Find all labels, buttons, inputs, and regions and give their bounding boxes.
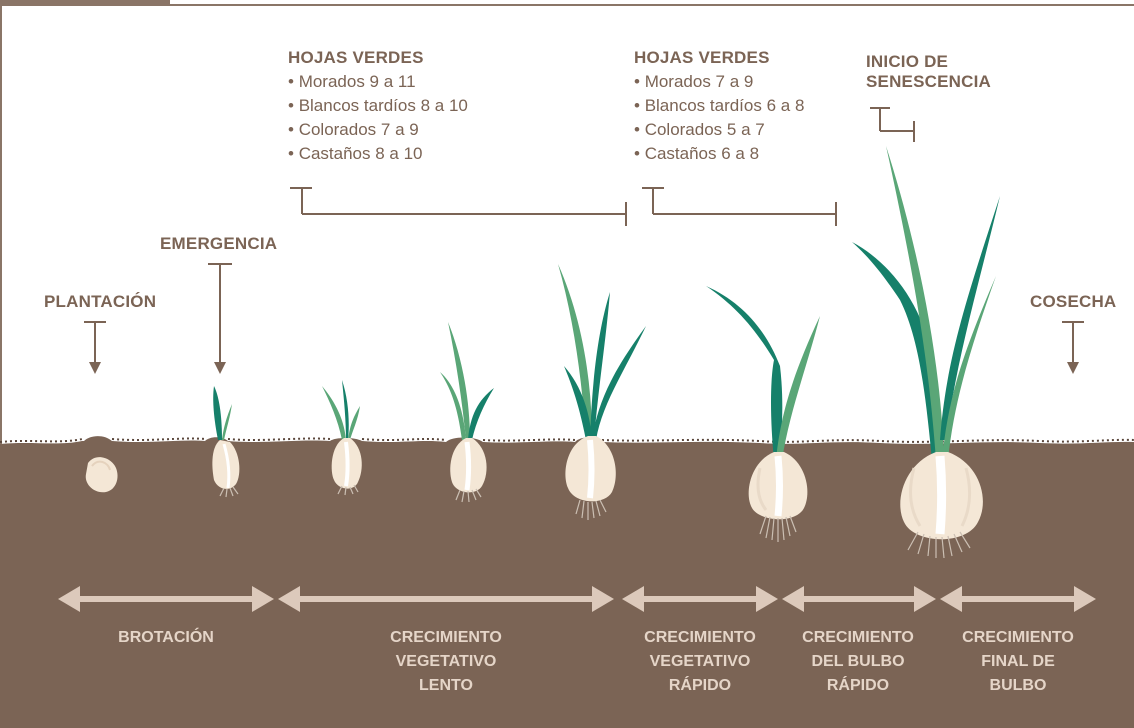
soil-surface-dots <box>0 437 1134 443</box>
leaf-count-title: HOJAS VERDES <box>288 48 424 67</box>
label-senescencia-line2: SENESCENCIA <box>866 72 992 91</box>
bracket-leaves-1 <box>290 187 627 226</box>
event-marker-senescencia <box>870 107 915 142</box>
leaf-count-block-2: HOJAS VERDES Morados 7 a 9 Blancos tardí… <box>634 48 804 166</box>
stage-label-line: DEL BULBO <box>811 653 905 670</box>
arrow-final-bulbo <box>940 586 1096 612</box>
frame-tab <box>0 0 170 6</box>
stage-label-line: CRECIMIENTO <box>644 629 756 646</box>
plant-sprout-medium <box>440 322 494 503</box>
soil-ground <box>0 436 1134 728</box>
leaf-count-item: Castaños 8 a 10 <box>288 142 468 166</box>
plant-sprout-small <box>322 380 362 496</box>
stage-label-line: RÁPIDO <box>826 677 890 694</box>
arrow-brotacion <box>58 586 274 612</box>
leaf-count-item: Colorados 7 a 9 <box>288 118 468 142</box>
label-cosecha: COSECHA <box>1030 292 1117 311</box>
stage-label-line: RÁPIDO <box>668 677 732 694</box>
stage-label-line: BROTACIÓN <box>118 629 214 646</box>
event-marker-cosecha <box>1062 321 1084 374</box>
label-plantacion: PLANTACIÓN <box>44 292 157 311</box>
leaf-count-title: HOJAS VERDES <box>634 48 770 67</box>
stage-label-line: BULBO <box>989 677 1047 694</box>
plant-bulb-growth <box>852 146 1000 559</box>
leaf-count-item: Castaños 6 a 8 <box>634 142 804 166</box>
stage-arrows <box>58 586 1096 612</box>
arrow-bulbo-rapido <box>782 586 936 612</box>
stage-label-line: CRECIMIENTO <box>962 629 1074 646</box>
plant-vegetative <box>558 264 646 520</box>
stage-label-vegetativo-lento: CRECIMIENTO VEGETATIVO LENTO <box>366 626 526 698</box>
leaf-count-item: Blancos tardíos 6 a 8 <box>634 94 805 118</box>
leaf-count-block-1: HOJAS VERDES Morados 9 a 11 Blancos tard… <box>288 48 468 166</box>
stage-label-final-bulbo: CRECIMIENTO FINAL DE BULBO <box>940 626 1096 698</box>
label-senescencia: INICIO DE SENESCENCIA <box>866 52 991 92</box>
arrow-crecimiento-rapido <box>622 586 778 612</box>
leaf-count-list: Morados 9 a 11 Blancos tardíos 8 a 10 Co… <box>288 70 468 166</box>
stage-label-line: LENTO <box>419 677 473 694</box>
arrow-crecimiento-lento <box>278 586 614 612</box>
leaf-count-item: Morados 7 a 9 <box>634 70 804 94</box>
stage-label-bulbo-rapido: CRECIMIENTO DEL BULBO RÁPIDO <box>780 626 936 698</box>
stage-label-line: VEGETATIVO <box>649 653 751 670</box>
plant-clove-planted <box>85 457 118 493</box>
plant-rapid-vegetative <box>706 286 820 542</box>
stage-label-line: CRECIMIENTO <box>390 629 502 646</box>
event-marker-plantacion <box>84 321 106 374</box>
label-senescencia-line1: INICIO DE <box>866 52 949 71</box>
stage-label-vegetativo-rapido: CRECIMIENTO VEGETATIVO RÁPIDO <box>622 626 778 698</box>
leaf-count-item: Blancos tardíos 8 a 10 <box>288 94 468 118</box>
plant-emergence <box>212 386 240 498</box>
label-emergencia: EMERGENCIA <box>160 234 278 253</box>
leaf-count-item: Colorados 5 a 7 <box>634 118 804 142</box>
stage-label-brotacion: BROTACIÓN <box>86 626 246 650</box>
bracket-leaves-2 <box>642 187 837 226</box>
event-marker-emergencia <box>208 263 232 374</box>
leaf-count-item: Morados 9 a 11 <box>288 70 468 94</box>
stage-label-line: FINAL DE <box>981 653 1055 670</box>
stage-label-line: CRECIMIENTO <box>802 629 914 646</box>
stage-label-line: VEGETATIVO <box>395 653 497 670</box>
leaf-count-list: Morados 7 a 9 Blancos tardíos 6 a 8 Colo… <box>634 70 805 166</box>
